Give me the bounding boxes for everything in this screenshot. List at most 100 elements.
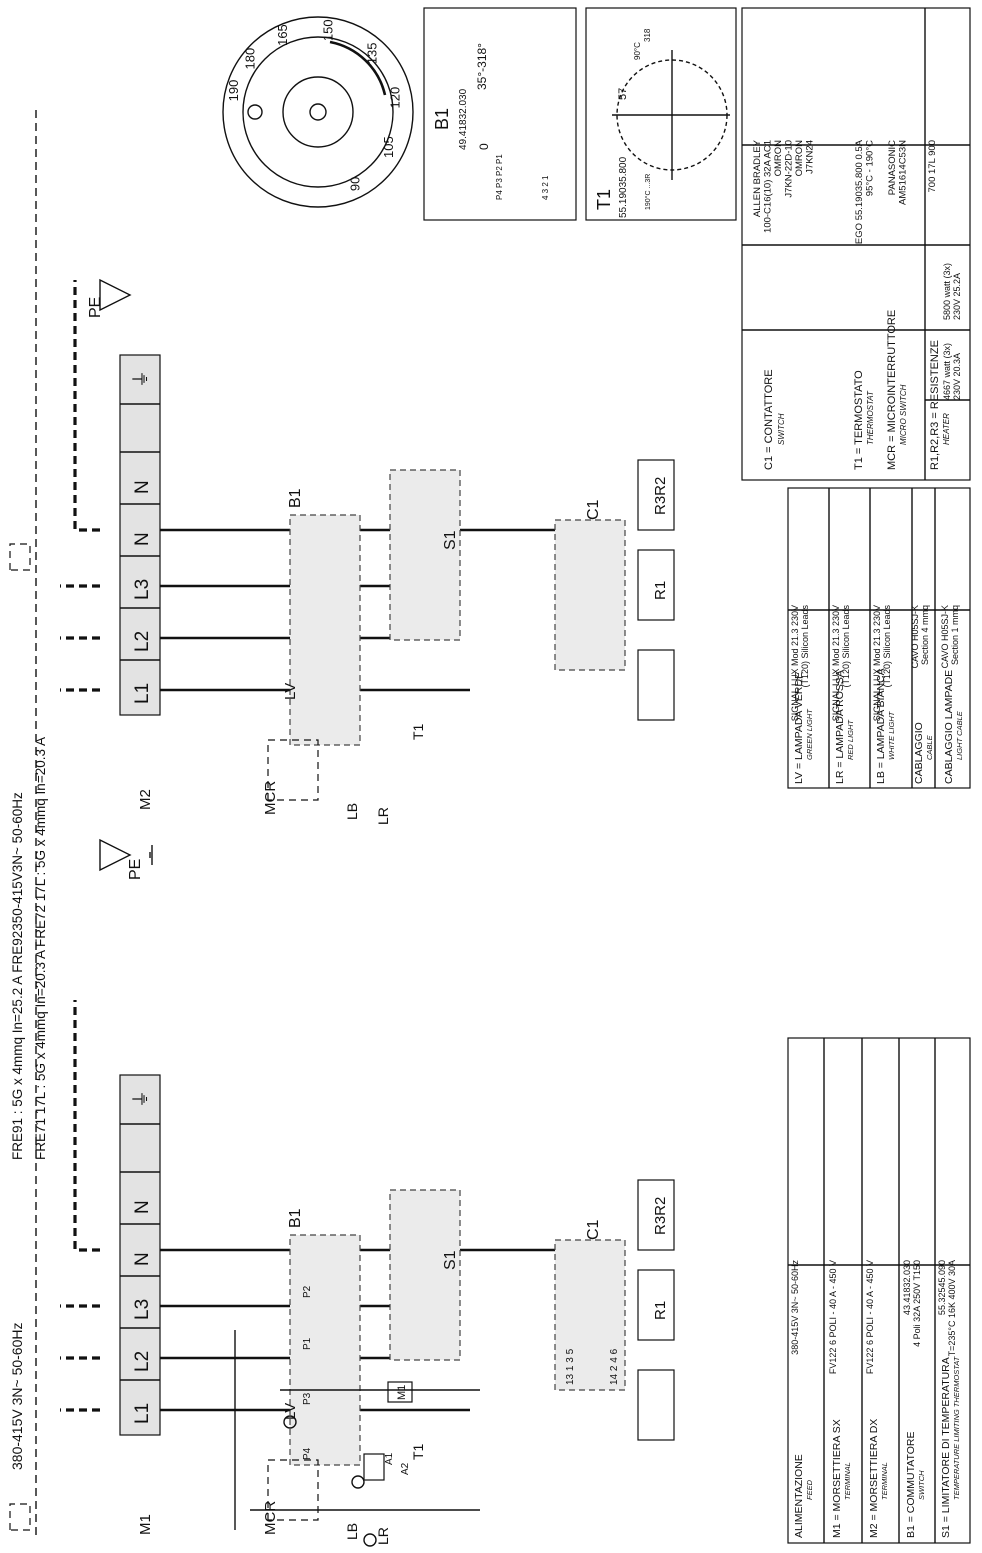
lamp-lr-icon (363, 1533, 377, 1547)
table-lamp-2-value: (T120) Silicon Leads (882, 605, 892, 688)
pe-ground-icon (99, 838, 153, 872)
heater-r3 (637, 1179, 675, 1251)
b1-detail-contacts: 4 3 2 1 (541, 175, 550, 200)
terminal-l3: L3 (132, 1299, 153, 1320)
table-mcr-sub: MICRO SWITCH (899, 384, 908, 445)
lamp-lv-label-right: LV (282, 683, 299, 700)
lamp-lv-icon (283, 1415, 297, 1429)
cable-label-1: FRE91 : 5G x 4mmq In=25.2 A FRE92350-415… (10, 792, 25, 1160)
table-c1-value: OMRON (794, 140, 805, 177)
lamp-lr-label: LR (375, 1527, 391, 1545)
supply-table-frame (787, 1037, 971, 1544)
b1-detail-poles: P4 P3 P2 P1 (495, 154, 504, 200)
switch-b1-label-right: B1 (287, 488, 304, 508)
table-lamp-2-sub: WHITE LIGHT (887, 710, 896, 760)
limiter-s1-label: S1 (442, 1250, 459, 1270)
table-lamp-3-sub: CABLE (925, 734, 934, 760)
table-lamp-1-value: SIGNAL LUX Mod 21.3 230V (831, 605, 841, 721)
lamps-table-frame (787, 487, 971, 789)
mcr-label-right: MCR (262, 781, 279, 815)
table-lamp-2-value: SIGNAL LUX Mod 21.3 230V (872, 605, 882, 721)
table-supply-1-name: M1 = MORSETTIERA SX (831, 1419, 843, 1538)
table-r-name: R1,R2,R3 = RESISTENZE (929, 340, 941, 470)
limiter-s1-label-right: S1 (442, 530, 459, 550)
table-c1-value: ALLEN BRADLEY (752, 139, 763, 217)
table-supply-0-sub: FEED (805, 1479, 814, 1500)
table-c1-value: J7KN-22D-10 (784, 140, 795, 198)
table-supply-3-value: 43.41832.030 (902, 1260, 912, 1315)
pe-label: PE (127, 859, 144, 880)
pe-ground-icon-right (99, 278, 132, 312)
cable-label-2: FRE71 17L : 5G x 4mmq In=20.3 A FRE72 17… (33, 737, 48, 1160)
circuit-drawing: 380-415V 3N~ 50-60Hz FRE91 : 5G x 4mmq I… (9, 110, 675, 1547)
table-supply-2-value: FV122 6 POLI - 40 A - 450 V (865, 1260, 875, 1374)
coil-box (363, 1453, 385, 1481)
mcr-box (267, 1459, 319, 1521)
contactor-c1-box-right (554, 519, 626, 671)
heater-r3-right (637, 459, 675, 531)
table-r-value-17l: 4667 watt (3x) (942, 343, 952, 400)
dial-number-190: 190 (226, 80, 241, 102)
terminal-right-l3: L3 (132, 579, 153, 600)
mcr-box-right (267, 739, 319, 801)
limiter-s1-box (389, 1189, 461, 1361)
table-lamp-0-sub: GREEN LIGHT (805, 708, 814, 760)
t1-detail-low: 190°C ...3R (644, 174, 652, 210)
lamp-lb-label: LB (344, 1523, 360, 1540)
table-supply-0-name: ALIMENTAZIONE (793, 1454, 805, 1538)
table-lamp-4-value: CAVO H05SJ-K (940, 605, 950, 668)
table-supply-0-value: 380-415V 3N~ 50-60Hz (790, 1260, 800, 1355)
t1-detail-label: T1 (594, 189, 614, 210)
components-table-frame (741, 7, 971, 481)
table-c1-value: J7KN24 (805, 140, 816, 174)
table-c1-sub: SWITCH (777, 413, 786, 445)
coil-a1-label: A1 (384, 1452, 395, 1465)
plug-symbol-right (9, 543, 31, 571)
terminal-block (119, 1074, 161, 1436)
table-supply-3-sub: SWITCH (917, 1470, 926, 1500)
switch-pole-p4: P4 (302, 1447, 313, 1460)
terminal-n1: N (132, 1252, 153, 1266)
heater-r1-label-right: R1 (652, 581, 669, 600)
lamp-lr-label-right: LR (375, 807, 391, 825)
table-r-sub: HEATER (942, 413, 951, 445)
dial-number-165: 165 (275, 24, 290, 46)
switch-b1-label: B1 (287, 1208, 304, 1228)
table-c1-value: 100-C16(10) 32A AC1 (763, 140, 774, 233)
table-lamp-0-value: (T120) Silicon Leads (800, 605, 810, 688)
table-supply-4-value: 55.32545.090 (937, 1260, 947, 1315)
heater-r1 (637, 1369, 675, 1441)
table-lamp-4-name: CABLAGGIO LAMPADE (943, 670, 955, 784)
table-lamp-1-sub: RED LIGHT (846, 719, 855, 760)
contactor-c1-label-right: C1 (585, 499, 602, 520)
table-mcr-value: AM51614C53N (898, 140, 909, 205)
heater-r3r2-label-right: R3R2 (652, 477, 669, 515)
contactor-c1-box (554, 1239, 626, 1391)
limiter-s1-box-right (389, 469, 461, 641)
table-c1-name: C1 = CONTATTORE (763, 369, 775, 470)
pe-label-right: PE (87, 297, 104, 318)
terminal-ground-icon: ⏚ (131, 1090, 151, 1108)
terminal-l1: L1 (132, 1403, 153, 1424)
table-t1-name: T1 = TERMOSTATO (853, 370, 865, 470)
switch-pole-p2: P2 (302, 1285, 313, 1298)
table-supply-4-value: T=235°C 16K 400V 30A (947, 1260, 957, 1356)
thermostat-t1-label-right: T1 (410, 723, 426, 740)
switch-b1-box-right (289, 514, 361, 746)
t1-detail-318: 318 (643, 28, 652, 42)
circuit-right: L1 L2 L3 N N ⏚ M2 PE B1 S1 C1 R1 R3R2 (9, 278, 675, 825)
table-supply-1-sub: TERMINAL (843, 1462, 852, 1500)
table-t1-value: 95°C - 190°C (865, 140, 876, 196)
table-lamp-4-sub: LIGHT CABLE (955, 710, 964, 760)
terminal-l2: L2 (132, 1351, 153, 1372)
table-lamp-0-value: SIGNAL LUX Mod 21.3 230V (790, 605, 800, 721)
table-r-value-900: 230V 25.2A (952, 273, 962, 320)
lamp-lb-label-right: LB (344, 803, 360, 820)
plug-symbol (9, 1503, 31, 1531)
table-supply-4-name: S1 = LIMITATORE DI TEMPERATURA (940, 1357, 952, 1538)
m1-box-label: M1 (396, 1385, 408, 1400)
table-r-value: 700 17L 900 (927, 140, 938, 192)
lamp-lv-label: LV (282, 1403, 299, 1420)
supply-label: 380-415V 3N~ 50-60Hz (9, 1323, 25, 1471)
